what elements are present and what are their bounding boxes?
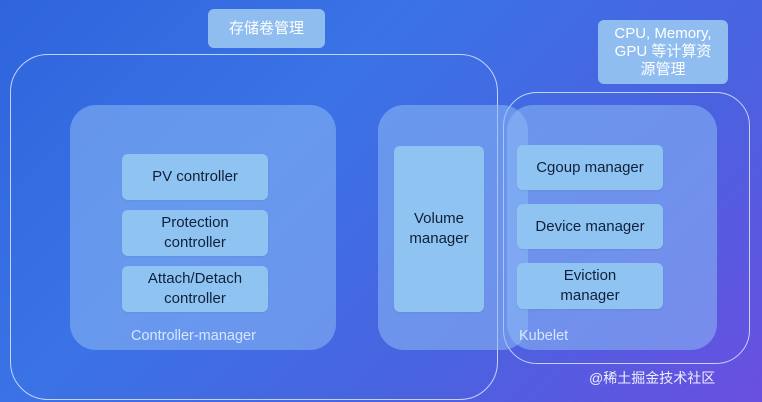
volume-manager-label-1: Volume bbox=[413, 210, 465, 227]
volume-manager-card: Volume manager bbox=[394, 146, 484, 312]
attach-detach-label-2: controller bbox=[164, 290, 226, 307]
watermark: @ 稀土掘金技术社区 bbox=[589, 368, 715, 388]
at-sign-icon: @ bbox=[589, 370, 604, 386]
compute-management-tag: CPU, Memory, GPU 等计算资 源管理 bbox=[598, 20, 728, 84]
protection-controller-label-1: Protection bbox=[161, 214, 229, 231]
pv-controller-card: PV controller bbox=[122, 154, 268, 200]
eviction-manager-card: Eviction manager bbox=[517, 263, 663, 309]
kubelet-label: Kubelet bbox=[519, 328, 569, 344]
attach-detach-label-1: Attach/Detach bbox=[147, 270, 243, 287]
cgoup-manager-label: Cgoup manager bbox=[536, 158, 644, 176]
compute-tag-line-3: 源管理 bbox=[640, 61, 686, 78]
cgoup-manager-card: Cgoup manager bbox=[517, 145, 663, 190]
watermark-text: 稀土掘金技术社区 bbox=[603, 370, 716, 386]
eviction-manager-label-2: manager bbox=[560, 287, 620, 304]
volume-manager-label-2: manager bbox=[409, 230, 469, 247]
attach-detach-controller-card: Attach/Detach controller bbox=[122, 266, 268, 312]
protection-controller-card: Protection controller bbox=[122, 210, 268, 256]
eviction-manager-label-1: Eviction bbox=[563, 267, 617, 284]
compute-tag-line-1: CPU, Memory, bbox=[614, 25, 712, 42]
pv-controller-label: PV controller bbox=[152, 168, 238, 185]
compute-tag-line-2: GPU 等计算资 bbox=[614, 43, 712, 60]
protection-controller-label-2: controller bbox=[164, 234, 226, 251]
device-manager-label: Device manager bbox=[535, 217, 645, 235]
controller-manager-label: Controller-manager bbox=[131, 328, 256, 344]
storage-management-tag: 存储卷管理 bbox=[208, 9, 325, 48]
device-manager-card: Device manager bbox=[517, 204, 663, 249]
storage-management-tag-text: 存储卷管理 bbox=[228, 19, 304, 37]
